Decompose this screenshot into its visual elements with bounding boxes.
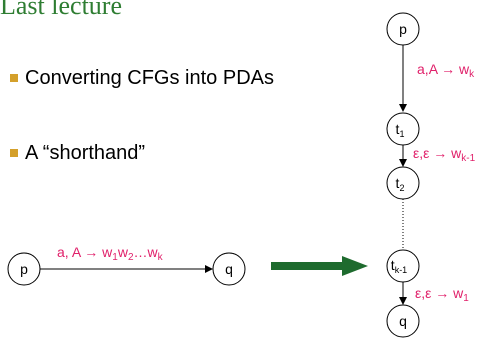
chain-state-label: t1 [396,121,405,139]
slide-title: Last lecture [0,0,122,20]
state-p-label: p [20,261,28,277]
big-arrow-icon [271,256,368,276]
chain-transition-label: ε,ε → w1 [415,285,469,304]
chain-transition-label: a,A → wk [417,61,475,80]
bullet-square-icon [10,73,18,82]
bullet-text: Converting CFGs into PDAs [25,67,274,89]
shorthand-transition-label: a, A → w1w2…wk [57,244,164,263]
state-q [212,252,246,286]
bullet-text: A “shorthand” [25,142,146,164]
bullet-item: A “shorthand” [10,142,145,165]
chain-state-q [386,304,420,338]
bullet-item: Converting CFGs into PDAs [10,67,274,90]
chain-state-label: t2 [396,175,405,193]
chain-transition-label: ε,ε → wk-1 [413,145,476,164]
chain-state-label: q [399,313,407,329]
chain-state-label: tk-1 [391,257,407,275]
bullet-square-icon [10,148,18,157]
state-q-label: q [225,261,233,277]
chain-state-label: p [399,21,407,37]
